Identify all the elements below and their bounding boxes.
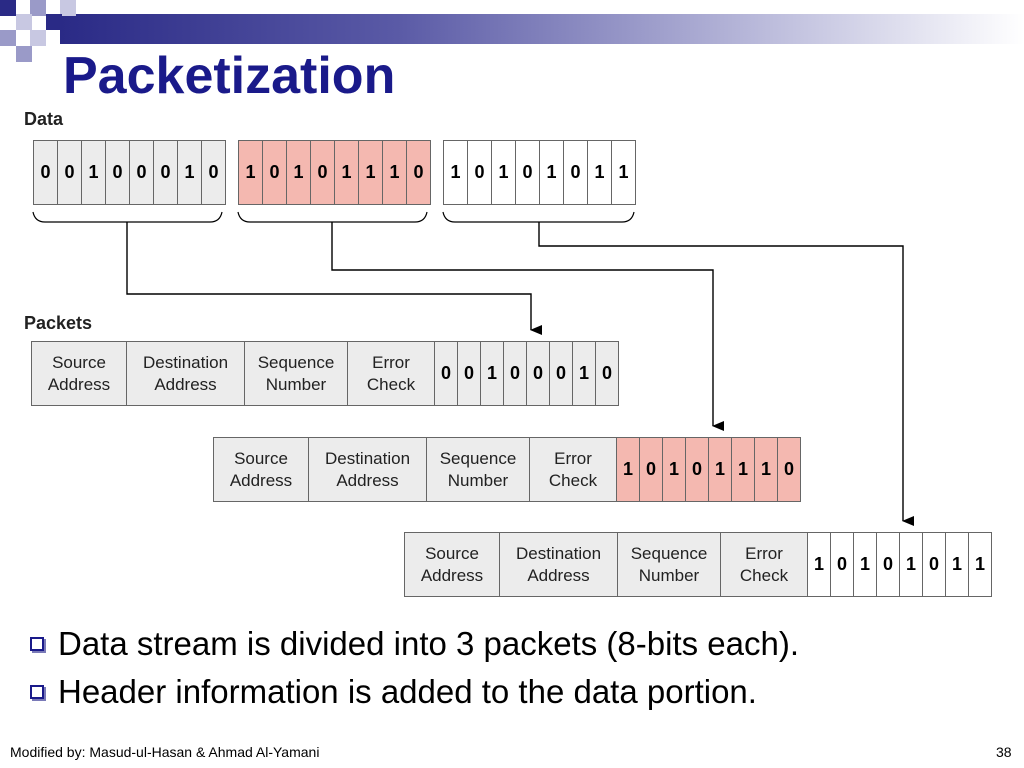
slide-title: Packetization: [63, 47, 396, 105]
packets-section-label: Packets: [24, 313, 93, 333]
bit-cell: 1: [81, 140, 106, 205]
arrow-to-packet-1: [126, 222, 542, 335]
data-brace-2: [237, 211, 428, 223]
bit-cell: 0: [434, 341, 458, 406]
bullet-text: Header information is added to the data …: [58, 673, 757, 710]
bit-cell: 0: [310, 140, 335, 205]
bit-cell: 0: [457, 341, 481, 406]
bit-cell: 0: [105, 140, 130, 205]
arrow-to-packet-2: [331, 222, 724, 431]
header-field: Destination Address: [126, 341, 245, 406]
header-field: Source Address: [31, 341, 127, 406]
bit-cell: 0: [922, 532, 946, 597]
bullet-item: Data stream is divided into 3 packets (8…: [30, 620, 799, 668]
bit-cell: 1: [853, 532, 877, 597]
bit-cell: 0: [777, 437, 801, 502]
checkbox-bullet-icon: [30, 685, 44, 699]
title-gradient-bar: [60, 14, 1024, 44]
header-field: Source Address: [213, 437, 309, 502]
bit-cell: 0: [57, 140, 82, 205]
bit-cell: 0: [406, 140, 431, 205]
bit-cell: 1: [611, 140, 636, 205]
bit-cell: 0: [153, 140, 178, 205]
bit-cell: 1: [587, 140, 612, 205]
bit-cell: 1: [539, 140, 564, 205]
bit-cell: 0: [503, 341, 527, 406]
bit-cell: 0: [201, 140, 226, 205]
bit-cell: 1: [616, 437, 640, 502]
bit-cell: 1: [945, 532, 969, 597]
page-number: 38: [996, 744, 1012, 760]
data-brace-1: [32, 211, 223, 223]
header-field: Source Address: [404, 532, 500, 597]
bit-cell: 1: [480, 341, 504, 406]
bit-cell: 0: [515, 140, 540, 205]
header-field: Error Check: [720, 532, 808, 597]
header-field: Destination Address: [308, 437, 427, 502]
header-field: Destination Address: [499, 532, 618, 597]
header-field: Error Check: [529, 437, 617, 502]
header-field: Sequence Number: [426, 437, 530, 502]
bit-cell: 1: [968, 532, 992, 597]
bit-cell: 1: [358, 140, 383, 205]
bit-cell: 1: [708, 437, 732, 502]
header-field: Error Check: [347, 341, 435, 406]
bit-cell: 1: [754, 437, 778, 502]
bullet-text: Data stream is divided into 3 packets (8…: [58, 625, 800, 662]
header-field: Sequence Number: [617, 532, 721, 597]
bit-cell: 1: [334, 140, 359, 205]
data-brace-3: [442, 211, 635, 223]
bit-cell: 1: [238, 140, 263, 205]
bit-cell: 0: [467, 140, 492, 205]
data-section-label: Data: [24, 109, 64, 129]
bullet-item: Header information is added to the data …: [30, 668, 799, 716]
checkbox-bullet-icon: [30, 637, 44, 651]
footer-credit: Modified by: Masud-ul-Hasan & Ahmad Al-Y…: [10, 744, 320, 760]
bit-cell: 0: [830, 532, 854, 597]
bit-cell: 0: [595, 341, 619, 406]
header-field: Sequence Number: [244, 341, 348, 406]
bit-cell: 1: [177, 140, 202, 205]
arrow-to-packet-3: [538, 222, 914, 526]
bit-cell: 0: [685, 437, 709, 502]
bit-cell: 0: [639, 437, 663, 502]
bullet-list: Data stream is divided into 3 packets (8…: [30, 620, 799, 716]
bit-cell: 0: [262, 140, 287, 205]
